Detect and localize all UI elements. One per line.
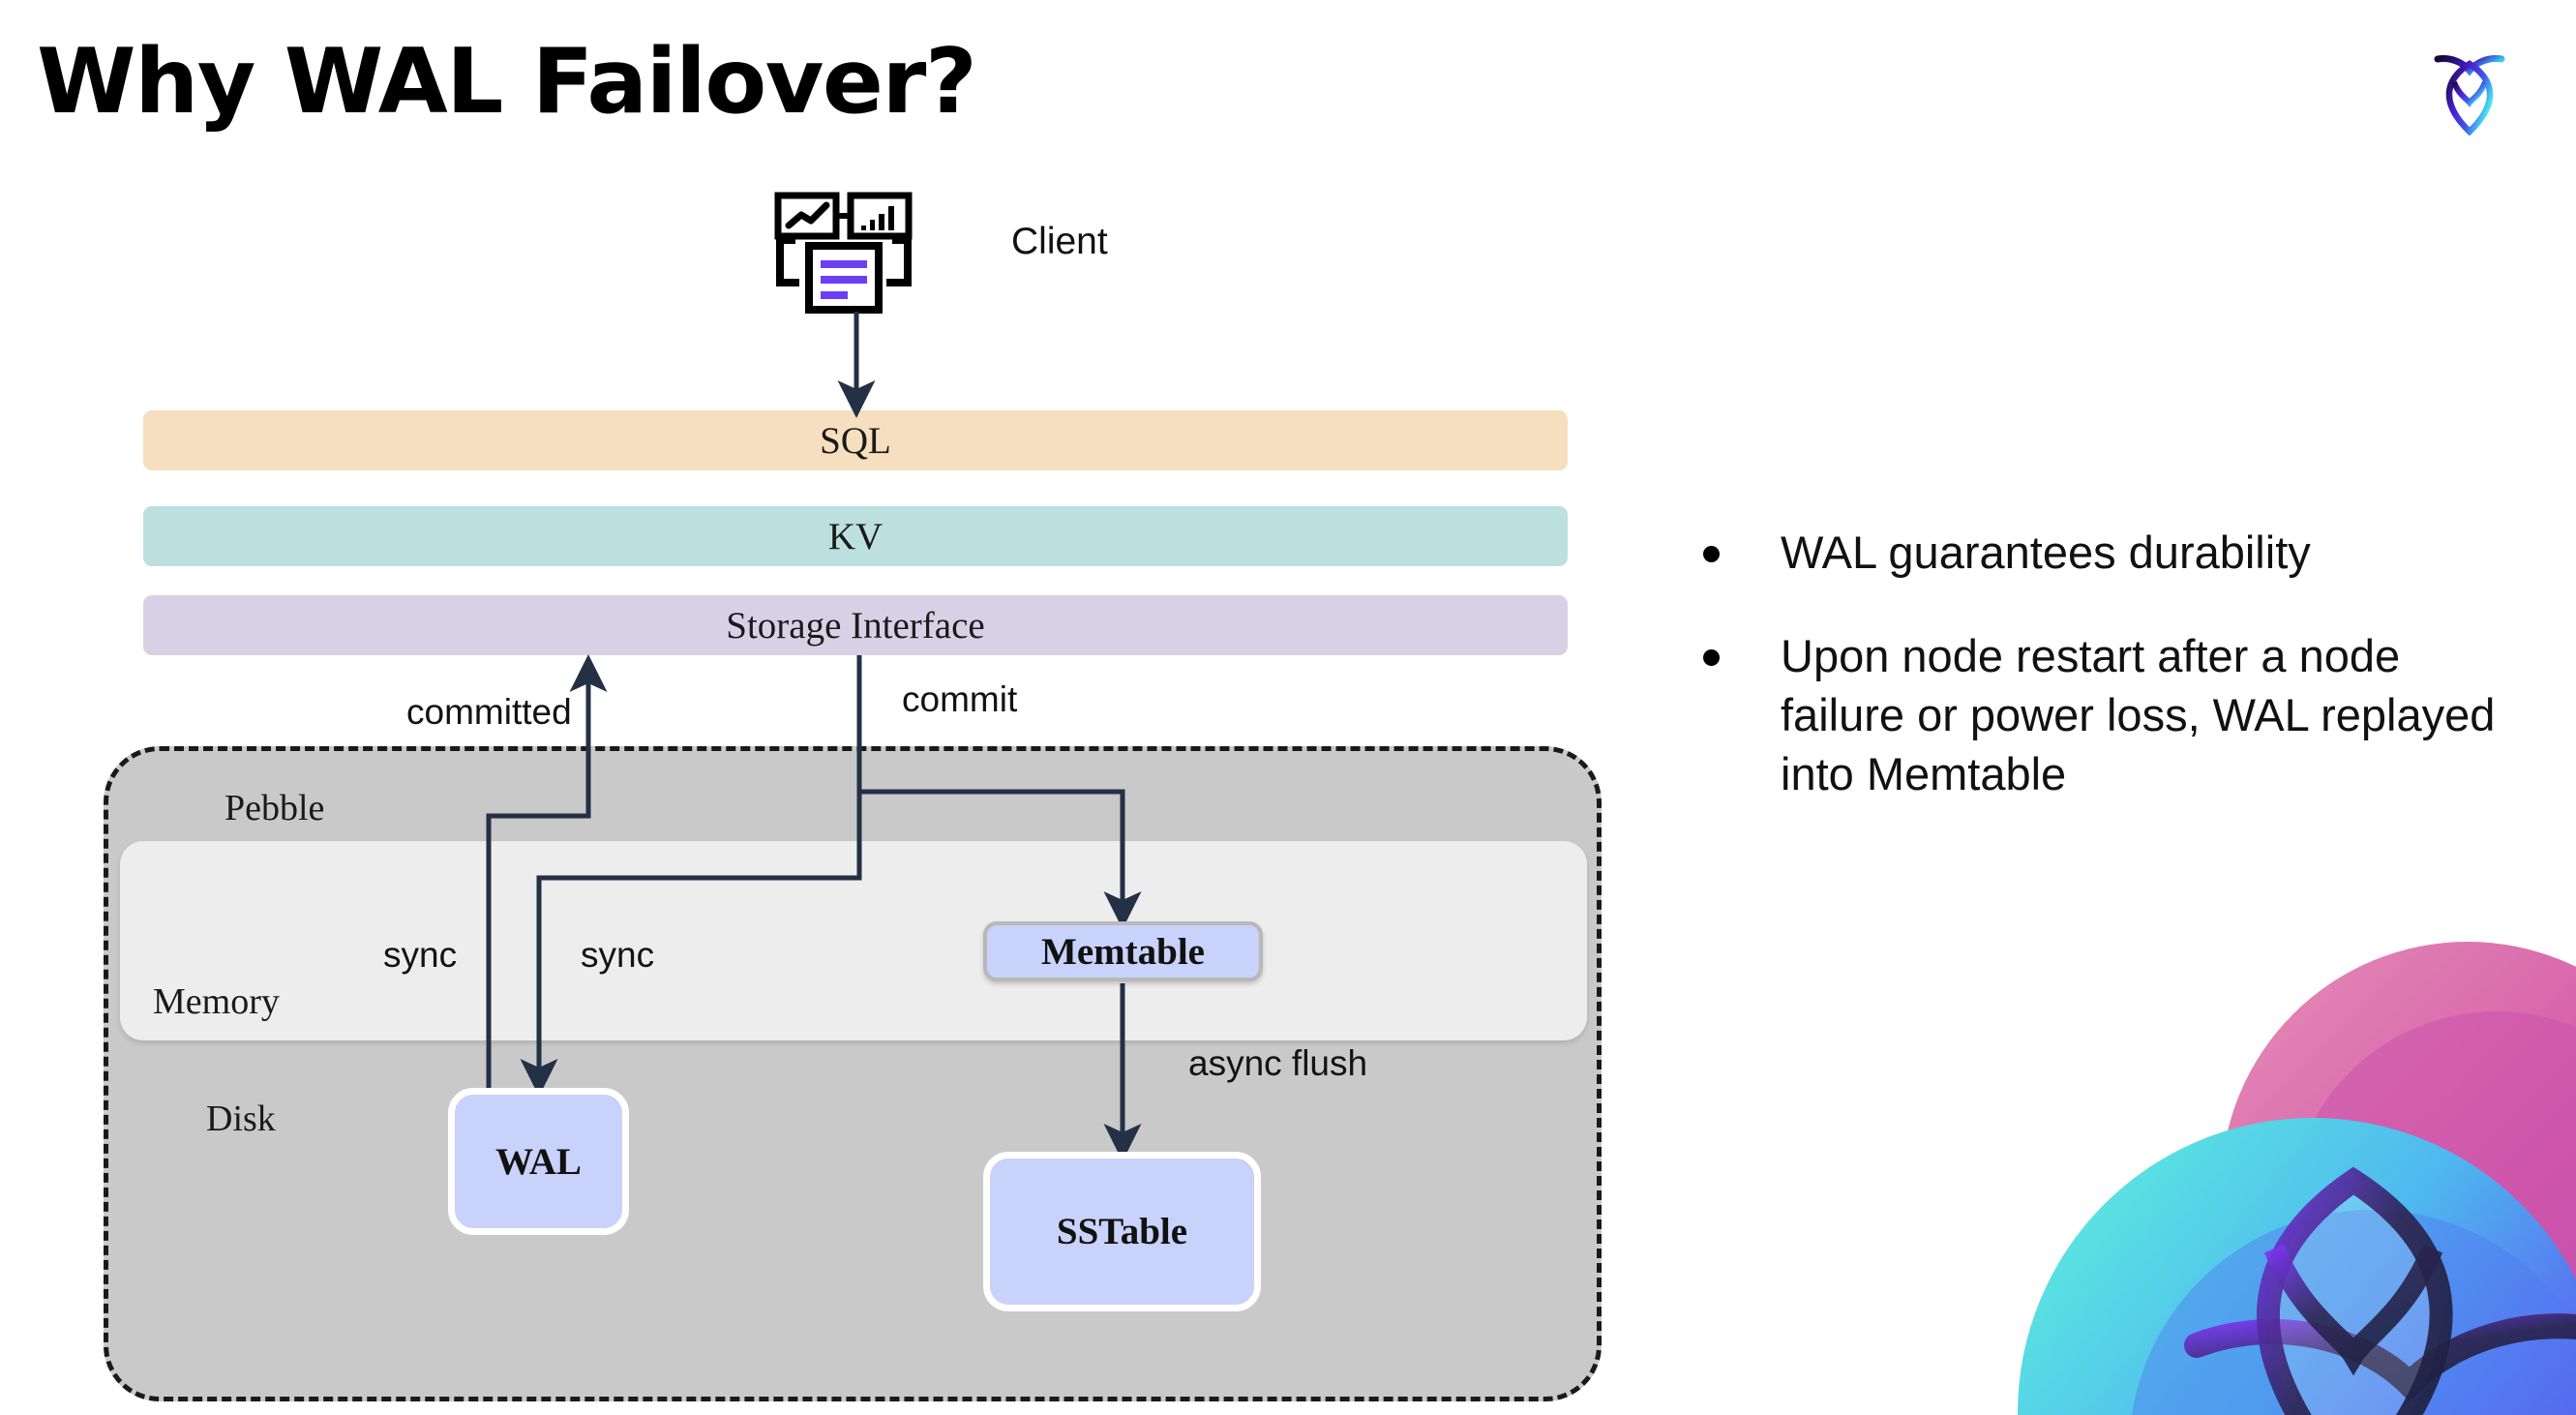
- edge-label-sync-1: sync: [383, 935, 458, 975]
- edge-label-sync-2: sync: [581, 935, 655, 975]
- bullet-text: Upon node restart after a node failure o…: [1781, 630, 2496, 800]
- memory-region: [120, 841, 1587, 1040]
- bullet-list: WAL guarantees durability Upon node rest…: [1703, 523, 2506, 848]
- memory-label: Memory: [153, 981, 280, 1022]
- page-title: Why WAL Failover?: [37, 29, 977, 134]
- cockroachdb-logo-icon: [2416, 41, 2523, 147]
- client-label: Client: [1011, 221, 1108, 262]
- edge-label-async-flush: async flush: [1188, 1043, 1368, 1083]
- edge-label-commit: commit: [902, 679, 1018, 719]
- list-item: Upon node restart after a node failure o…: [1703, 626, 2506, 803]
- layer-bar-kv[interactable]: KV: [143, 506, 1568, 566]
- layer-bar-storage[interactable]: Storage Interface: [143, 595, 1568, 655]
- client-dashboard-icon: [774, 192, 929, 317]
- pebble-label: Pebble: [225, 788, 325, 828]
- node-memtable[interactable]: Memtable: [983, 921, 1263, 981]
- disk-label: Disk: [206, 1099, 276, 1139]
- bullet-text: WAL guarantees durability: [1781, 527, 2311, 578]
- node-sstable[interactable]: SSTable: [983, 1152, 1261, 1311]
- bullet-dot-icon: [1703, 649, 1720, 667]
- decorative-corner-graphic: [1955, 929, 2576, 1415]
- list-item: WAL guarantees durability: [1703, 523, 2506, 582]
- edge-label-committed: committed: [406, 692, 572, 732]
- layer-bar-sql[interactable]: SQL: [143, 410, 1568, 470]
- bullet-dot-icon: [1703, 546, 1720, 562]
- node-wal[interactable]: WAL: [448, 1088, 629, 1235]
